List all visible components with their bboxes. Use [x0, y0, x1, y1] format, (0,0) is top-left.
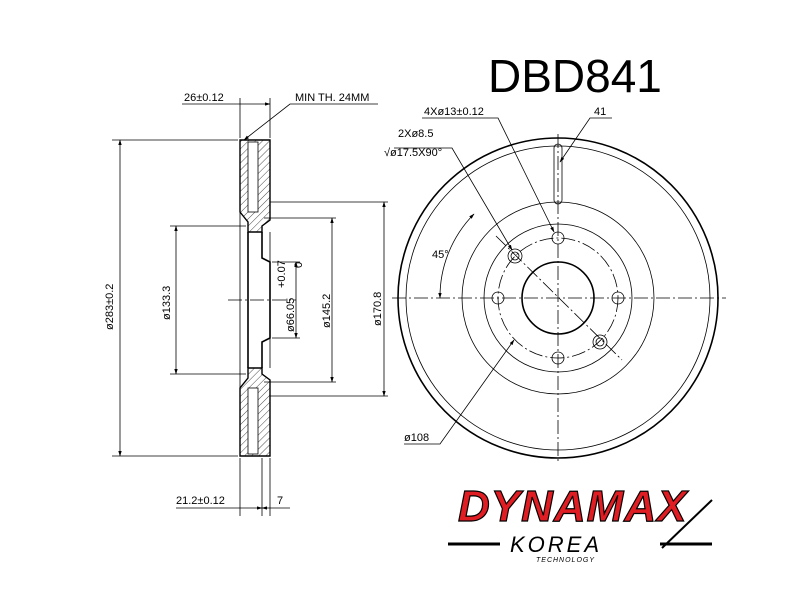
angle-label: 45° — [432, 249, 449, 261]
logo-brand: DYNAMAX — [458, 482, 689, 531]
flange-label: 7 — [277, 495, 283, 507]
center-bore-tol-upper: +0.07 — [276, 260, 288, 288]
diameter-133-label: ø133.3 — [161, 286, 173, 320]
vent-gap-lower — [247, 387, 259, 455]
offset-label: 21.2±0.12 — [176, 495, 225, 507]
countersink-label: √ø17.5X90° — [384, 147, 442, 159]
slot-label: 41 — [594, 106, 606, 118]
bolt-holes-label: 4Xø13±0.12 — [424, 106, 484, 118]
part-number: DBD841 — [488, 50, 662, 102]
front-view: 45° 4Xø13±0.12 2Xø8.5 √ø17.5X90° 41 ø108 — [384, 106, 726, 464]
slot-marking — [553, 143, 563, 205]
logo-tagline: TECHNOLOGY — [536, 557, 595, 564]
outer-diameter-label: ø283±0.2 — [104, 284, 116, 330]
small-holes-label: 2Xø8.5 — [398, 128, 433, 140]
logo-korea: KOREA — [510, 532, 602, 557]
thickness-label: 26±0.12 — [184, 92, 224, 104]
center-bore-label: ø66.05 — [285, 298, 297, 332]
diameter-145-label: ø145.2 — [321, 294, 333, 328]
small-hole-lower-right — [592, 334, 608, 350]
min-thickness-label: MIN TH. 24MM — [295, 92, 369, 104]
diameter-170-label: ø170.8 — [372, 292, 384, 326]
dynamax-logo: DYNAMAX KOREA TECHNOLOGY — [448, 481, 713, 564]
center-bore-tol-lower: 0 — [293, 262, 305, 268]
pcd-label: ø108 — [404, 432, 429, 444]
small-hole-upper-left — [507, 248, 523, 264]
vent-gap-upper — [247, 141, 259, 213]
side-section-view: 26±0.12 MIN TH. 24MM ø283±0.2 ø133.3 ø66… — [104, 92, 388, 516]
